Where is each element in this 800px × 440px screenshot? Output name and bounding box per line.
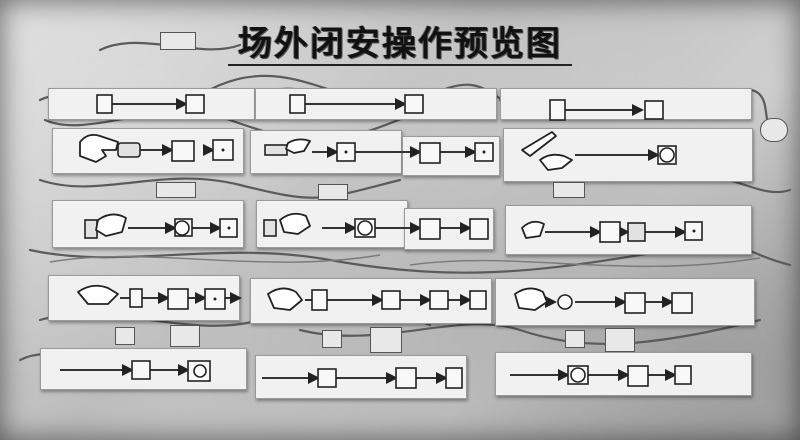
panel-r3-c2 [256, 200, 408, 248]
page-title: 场外闭安操作预览图 [238, 24, 562, 64]
panel-r1-c3 [500, 88, 752, 120]
connector-clip [115, 327, 135, 345]
connector-clip [170, 325, 200, 347]
connector-clip [605, 328, 635, 352]
connector-clip [160, 32, 196, 50]
connector-clip [760, 118, 788, 142]
connector-clip [370, 327, 402, 353]
connector-clip [553, 182, 585, 198]
connector-clip [318, 184, 348, 200]
connector-clip [322, 330, 342, 348]
connector-clip [156, 182, 196, 198]
title-underline [228, 64, 572, 66]
connector-clip [565, 330, 585, 348]
